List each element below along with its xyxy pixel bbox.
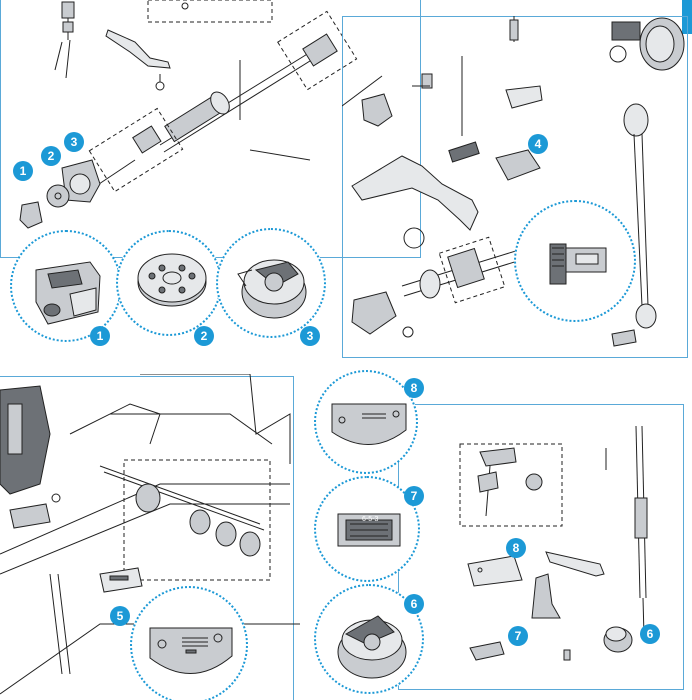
bobbin-case-zoom	[10, 230, 122, 342]
needle-plate-8-zoom	[314, 370, 418, 474]
rotary-hook-6-zoom	[314, 584, 424, 694]
bottom-left-exploded-panel: 5	[0, 374, 300, 700]
bottom-left-frame	[0, 376, 294, 700]
top-left-drawing	[19, 0, 358, 229]
bottom-right-exploded-panel: 6-5-3 8 7 6 8 7 6	[310, 368, 692, 700]
callout-3: 3	[64, 132, 84, 152]
callout-2: 2	[41, 146, 61, 166]
callout-5: 5	[110, 606, 130, 626]
callout-circle-1: 1	[90, 326, 110, 346]
callout-circle-6: 6	[404, 594, 424, 614]
bobbin-zoom	[116, 230, 222, 336]
callout-1: 1	[13, 161, 33, 181]
callout-4: 4	[528, 134, 548, 154]
bottom-left-drawing	[0, 374, 300, 695]
rotary-hook-zoom	[216, 228, 326, 338]
callout-circle-8: 8	[404, 378, 424, 398]
top-right-drawing	[342, 16, 685, 347]
callout-circle-3: 3	[300, 326, 320, 346]
feed-dog-code-label: 6-5-3	[362, 516, 379, 523]
callout-7: 7	[508, 626, 528, 646]
callout-8: 8	[506, 538, 526, 558]
top-right-exploded-panel: 4	[342, 16, 692, 358]
feed-dog-zoom	[514, 200, 636, 322]
top-right-frame	[342, 16, 688, 358]
top-left-exploded-panel: 1 2 3 1 2 3	[0, 0, 422, 360]
feed-dog-7-zoom: 6-5-3	[314, 476, 420, 582]
bottom-right-drawing	[459, 425, 648, 661]
callout-circle-7: 7	[404, 486, 424, 506]
needle-plate-zoom	[130, 586, 248, 700]
callout-6: 6	[640, 624, 660, 644]
callout-circle-2: 2	[194, 326, 214, 346]
